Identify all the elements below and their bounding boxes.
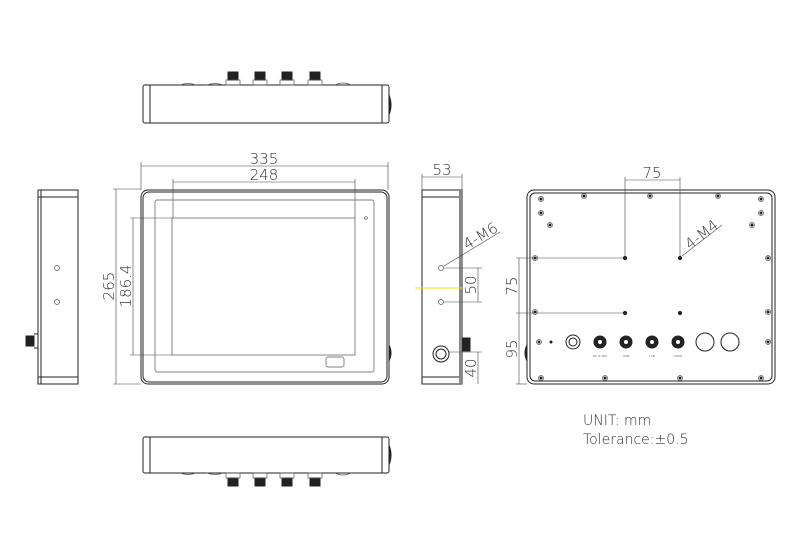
- screw-icon: [758, 196, 764, 202]
- connector-icon: [281, 71, 293, 81]
- screw-icon: [538, 375, 544, 381]
- screw-icon: [765, 309, 771, 315]
- side-thread-label: 4-M6: [460, 219, 501, 254]
- connector-label: DC 9-36V: [593, 354, 608, 358]
- screw-icon: [536, 339, 542, 345]
- screw-icon: [765, 339, 771, 345]
- connector-icon: [254, 71, 266, 81]
- logo-badge-icon: [325, 356, 345, 368]
- connector-icon: [254, 477, 266, 487]
- dim-side-bottom: 40: [462, 358, 480, 377]
- screw-icon: [758, 375, 764, 381]
- front-view: 335 248 265 186.4: [100, 150, 392, 385]
- screw-icon: [547, 222, 553, 228]
- screw-icon: [765, 255, 771, 261]
- connector-icon: [281, 477, 293, 487]
- vesa-thread-label: 4-M4: [681, 216, 722, 253]
- back-connector: COM1: [671, 335, 685, 358]
- dim-width-total: 335: [250, 150, 279, 168]
- back-connector: LAN: [645, 335, 659, 358]
- right-side-view: 53 4-M6 50 40: [415, 161, 501, 385]
- connector-icon: [227, 71, 239, 81]
- dim-side-spacing: 50: [462, 275, 480, 294]
- tolerance-note: Tolerance:±0.5: [583, 432, 688, 448]
- dim-vesa-vertical: 75: [503, 276, 521, 295]
- back-connector: DC 9-36V: [593, 335, 608, 358]
- screw-icon: [749, 222, 755, 228]
- left-side-view: [25, 189, 79, 385]
- dim-vesa-horizontal: 75: [642, 164, 661, 182]
- screw-icon: [532, 309, 538, 315]
- back-view: DC 9-36V USB LAN COM1 75 4-M4 75 95: [503, 164, 776, 385]
- connector-icon: [227, 477, 239, 487]
- screw-icon: [715, 193, 721, 199]
- screw-icon: [581, 193, 587, 199]
- screw-icon: [647, 193, 653, 199]
- dim-height-active: 186.4: [117, 265, 135, 308]
- screw-icon: [758, 210, 764, 216]
- dim-height-total: 265: [100, 272, 118, 301]
- screw-icon: [538, 210, 544, 216]
- unit-note: UNIT: mm: [583, 413, 651, 429]
- screw-icon: [538, 196, 544, 202]
- bottom-view: [142, 436, 392, 487]
- screw-icon: [677, 375, 683, 381]
- dim-depth: 53: [432, 161, 451, 179]
- back-connector: USB: [619, 335, 633, 358]
- dim-vesa-bottom: 95: [503, 339, 521, 358]
- top-view: [142, 71, 392, 124]
- screw-icon: [602, 375, 608, 381]
- connector-label: COM1: [674, 354, 683, 358]
- connector-icon: [309, 71, 321, 81]
- connector-label: LAN: [649, 354, 655, 358]
- connector-label: USB: [623, 354, 629, 358]
- connector-icon: [309, 477, 321, 487]
- dim-width-active: 248: [250, 166, 279, 184]
